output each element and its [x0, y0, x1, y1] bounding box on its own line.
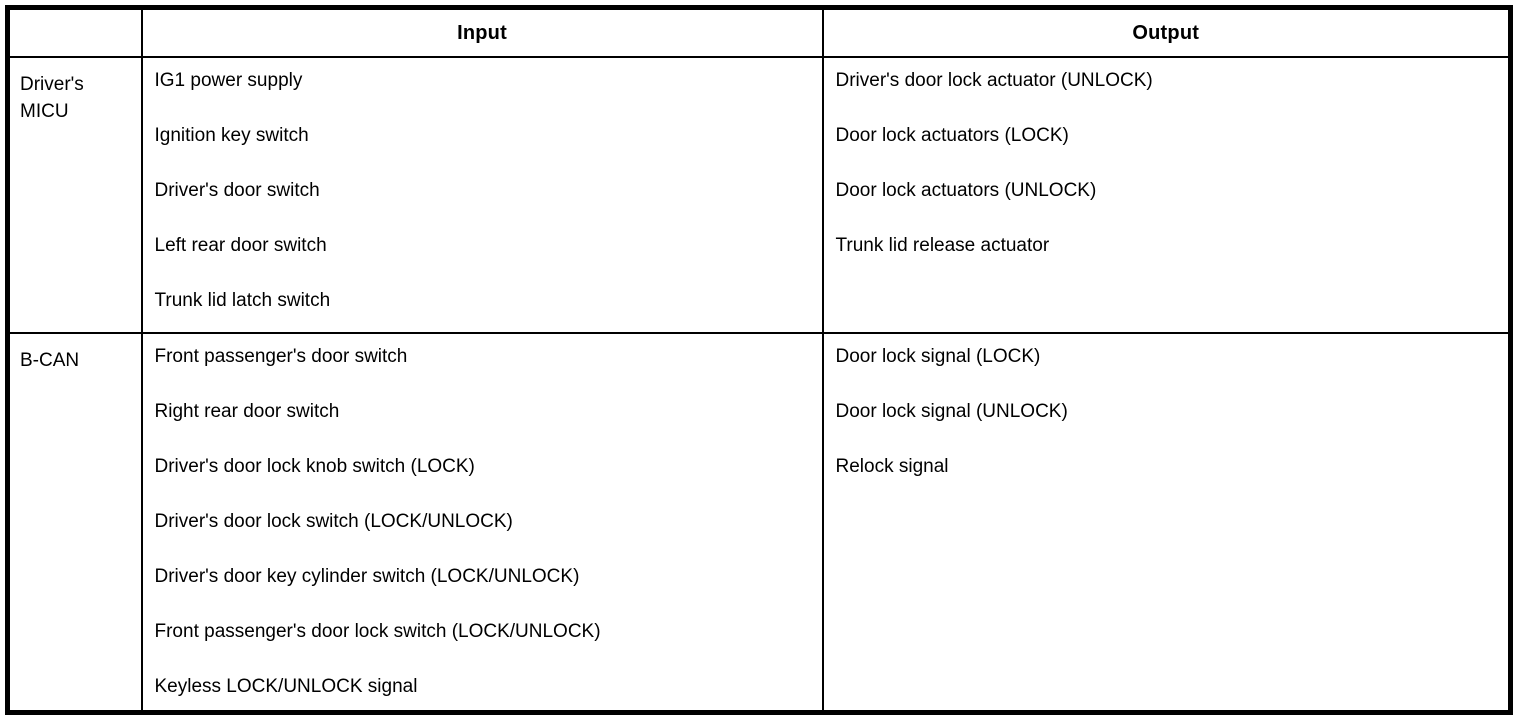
header-cell-input: Input — [140, 6, 824, 58]
row-source-label: Driver's MICU — [20, 74, 84, 122]
source-cell-drivers-micu: Driver's MICU — [6, 56, 143, 334]
input-item: IG1 power supply — [154, 70, 303, 91]
input-cell-drivers-micu: IG1 power supply Ignition key switch Dri… — [140, 56, 824, 334]
input-item: Ignition key switch — [154, 125, 309, 146]
input-item: Keyless LOCK/UNLOCK signal — [154, 675, 418, 697]
input-item: Driver's door lock knob switch (LOCK) — [154, 455, 475, 477]
input-item: Right rear door switch — [154, 400, 340, 422]
output-item: Door lock signal (LOCK) — [835, 345, 1041, 367]
output-item: Door lock actuators (LOCK) — [835, 125, 1069, 146]
input-item: Driver's door key cylinder switch (LOCK/… — [154, 565, 580, 587]
output-item: Relock signal — [835, 455, 949, 477]
input-cell-b-can: Front passenger's door switch Right rear… — [140, 331, 824, 714]
input-item: Left rear door switch — [154, 235, 327, 256]
output-cell-drivers-micu: Driver's door lock actuator (UNLOCK) Doo… — [821, 56, 1512, 334]
input-item: Front passenger's door switch — [154, 345, 408, 367]
input-item: Front passenger's door lock switch (LOCK… — [154, 620, 601, 642]
table-row-drivers-micu: Driver's MICU IG1 power supply Ignition … — [6, 56, 1512, 334]
input-item: Driver's door lock switch (LOCK/UNLOCK) — [154, 510, 513, 532]
output-item: Door lock signal (UNLOCK) — [835, 400, 1068, 422]
input-item: Trunk lid latch switch — [154, 290, 331, 311]
input-output-table: Input Output Driver's MICU IG1 power sup… — [5, 5, 1513, 715]
output-item: Trunk lid release actuator — [835, 235, 1050, 256]
output-item: Door lock actuators (UNLOCK) — [835, 180, 1097, 201]
output-cell-b-can: Door lock signal (LOCK) Door lock signal… — [821, 331, 1512, 714]
output-item: Driver's door lock actuator (UNLOCK) — [835, 70, 1153, 91]
header-row: Input Output — [6, 6, 1512, 58]
header-cell-blank — [6, 6, 143, 58]
header-cell-output: Output — [821, 6, 1512, 58]
table-row-b-can: B-CAN Front passenger's door switch Righ… — [6, 331, 1512, 714]
input-item: Driver's door switch — [154, 180, 320, 201]
source-cell-b-can: B-CAN — [6, 331, 143, 714]
row-source-label: B-CAN — [20, 349, 80, 371]
